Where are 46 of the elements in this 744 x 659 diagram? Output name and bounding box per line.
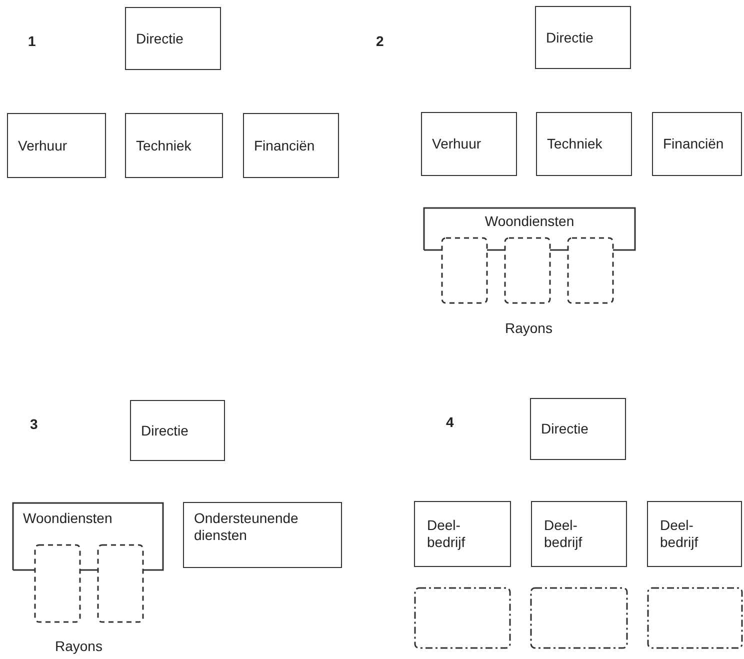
panel-number: 2	[376, 33, 384, 49]
org-unit-box	[414, 501, 511, 567]
unit-label: Directie	[141, 422, 190, 439]
unit-label: Directie	[136, 30, 184, 47]
unit-label: Techniek	[136, 137, 192, 154]
org-unit-box	[535, 6, 631, 69]
dashed-unit-box	[442, 238, 487, 303]
org-unit-box	[652, 112, 742, 176]
dashed-unit-box	[648, 588, 742, 648]
dashed-unit-box	[35, 545, 80, 622]
org-unit-box	[536, 112, 632, 176]
dashed-unit-box	[505, 238, 550, 303]
dashed-unit-box	[568, 238, 613, 303]
panel-number: 3	[30, 416, 38, 432]
org-unit-box	[531, 501, 627, 567]
org-unit-box	[125, 113, 223, 178]
unit-label: Techniek	[547, 136, 604, 152]
dashed-unit-box	[415, 588, 510, 648]
unit-label: Ondersteunende diensten	[194, 510, 300, 544]
org-unit-box	[125, 7, 221, 70]
org-unit-box	[183, 502, 342, 568]
group-caption: Rayons	[55, 638, 102, 654]
unit-label: Deel- bedrijf	[427, 517, 466, 551]
unit-label: Woondiensten	[484, 213, 576, 230]
org-unit-box	[647, 501, 742, 567]
unit-label: Woondiensten	[23, 510, 114, 527]
unit-label: Verhuur	[432, 136, 482, 152]
unit-label: Deel- bedrijf	[660, 517, 700, 551]
dashed-unit-box	[98, 545, 143, 622]
unit-label: Verhuur	[18, 137, 68, 154]
org-unit-box	[530, 398, 626, 460]
unit-label: Financiën	[663, 136, 725, 152]
panel-number: 4	[446, 414, 454, 430]
org-unit-box	[7, 113, 106, 178]
unit-label: Financiën	[254, 137, 316, 154]
unit-label: Deel- bedrijf	[544, 517, 584, 551]
panel-number: 1	[28, 33, 36, 49]
org-unit-box	[424, 208, 635, 250]
unit-label: Directie	[541, 420, 590, 438]
dashed-unit-box	[531, 588, 627, 648]
org-unit-box	[421, 112, 517, 176]
group-caption: Rayons	[505, 320, 552, 336]
org-unit-box	[13, 503, 163, 570]
org-unit-box	[130, 400, 225, 461]
unit-label: Directie	[546, 29, 594, 46]
org-unit-box	[243, 113, 339, 178]
